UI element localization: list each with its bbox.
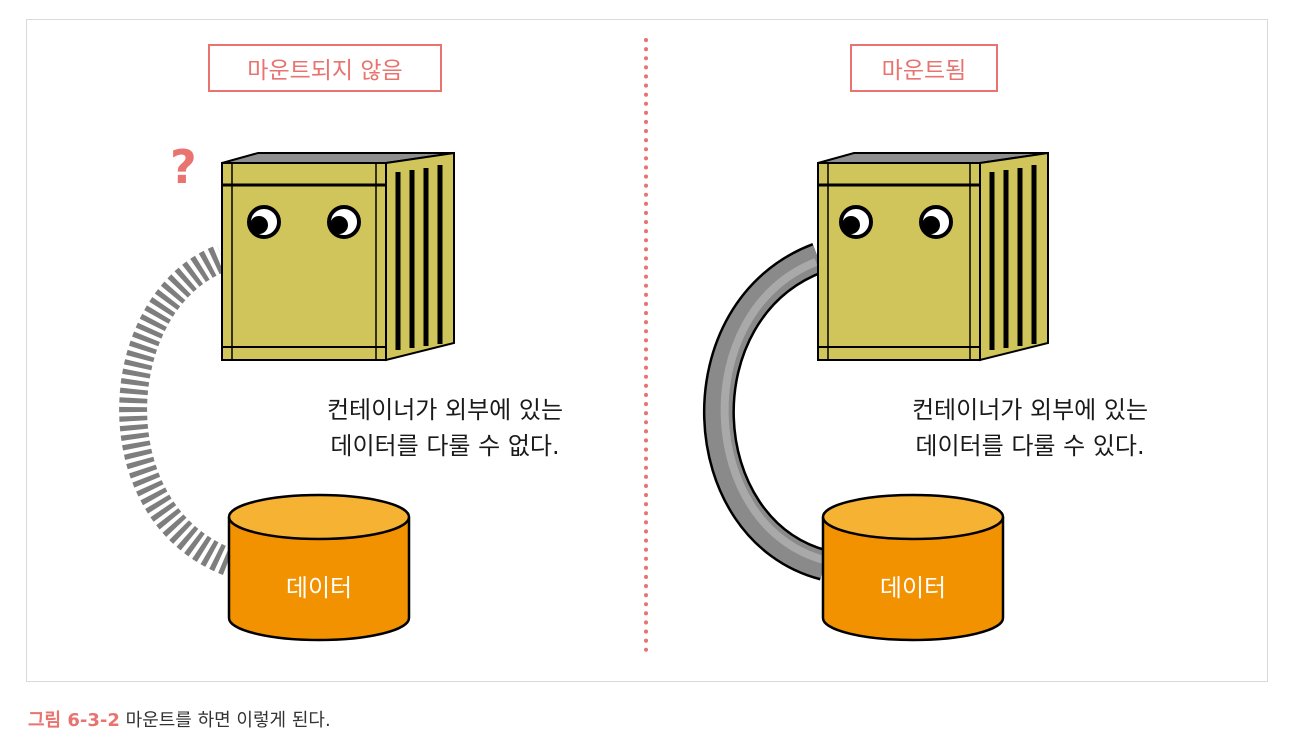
right-panel-description: 컨테이너가 외부에 있는 데이터를 다룰 수 있다. — [875, 392, 1185, 464]
right-description-line1: 컨테이너가 외부에 있는 — [911, 396, 1149, 424]
figure-caption-text: 마운트를 하면 이렇게 된다. — [119, 710, 331, 731]
disconnected-hose — [118, 243, 234, 576]
connected-hose — [702, 243, 829, 581]
container-left — [221, 151, 455, 362]
right-panel-title: 마운트됨 — [850, 44, 998, 92]
right-db-label: 데이터 — [879, 574, 947, 602]
database-left — [227, 493, 411, 642]
figure-caption: 그림 6-3-2 마운트를 하면 이렇게 된다. — [28, 706, 331, 732]
left-db-label: 데이터 — [285, 574, 353, 602]
figure-number: 그림 6-3-2 — [28, 710, 120, 731]
right-description-line2: 데이터를 다룰 수 있다. — [915, 432, 1145, 460]
container-right — [817, 151, 1049, 362]
left-description-line1: 컨테이너가 외부에 있는 — [326, 396, 564, 424]
left-panel-title: 마운트되지 않음 — [208, 44, 442, 92]
database-right — [821, 493, 1005, 642]
left-panel-description: 컨테이너가 외부에 있는 데이터를 다룰 수 없다. — [290, 392, 600, 464]
left-description-line2: 데이터를 다룰 수 없다. — [330, 432, 560, 460]
question-mark-icon: ? — [170, 140, 197, 194]
